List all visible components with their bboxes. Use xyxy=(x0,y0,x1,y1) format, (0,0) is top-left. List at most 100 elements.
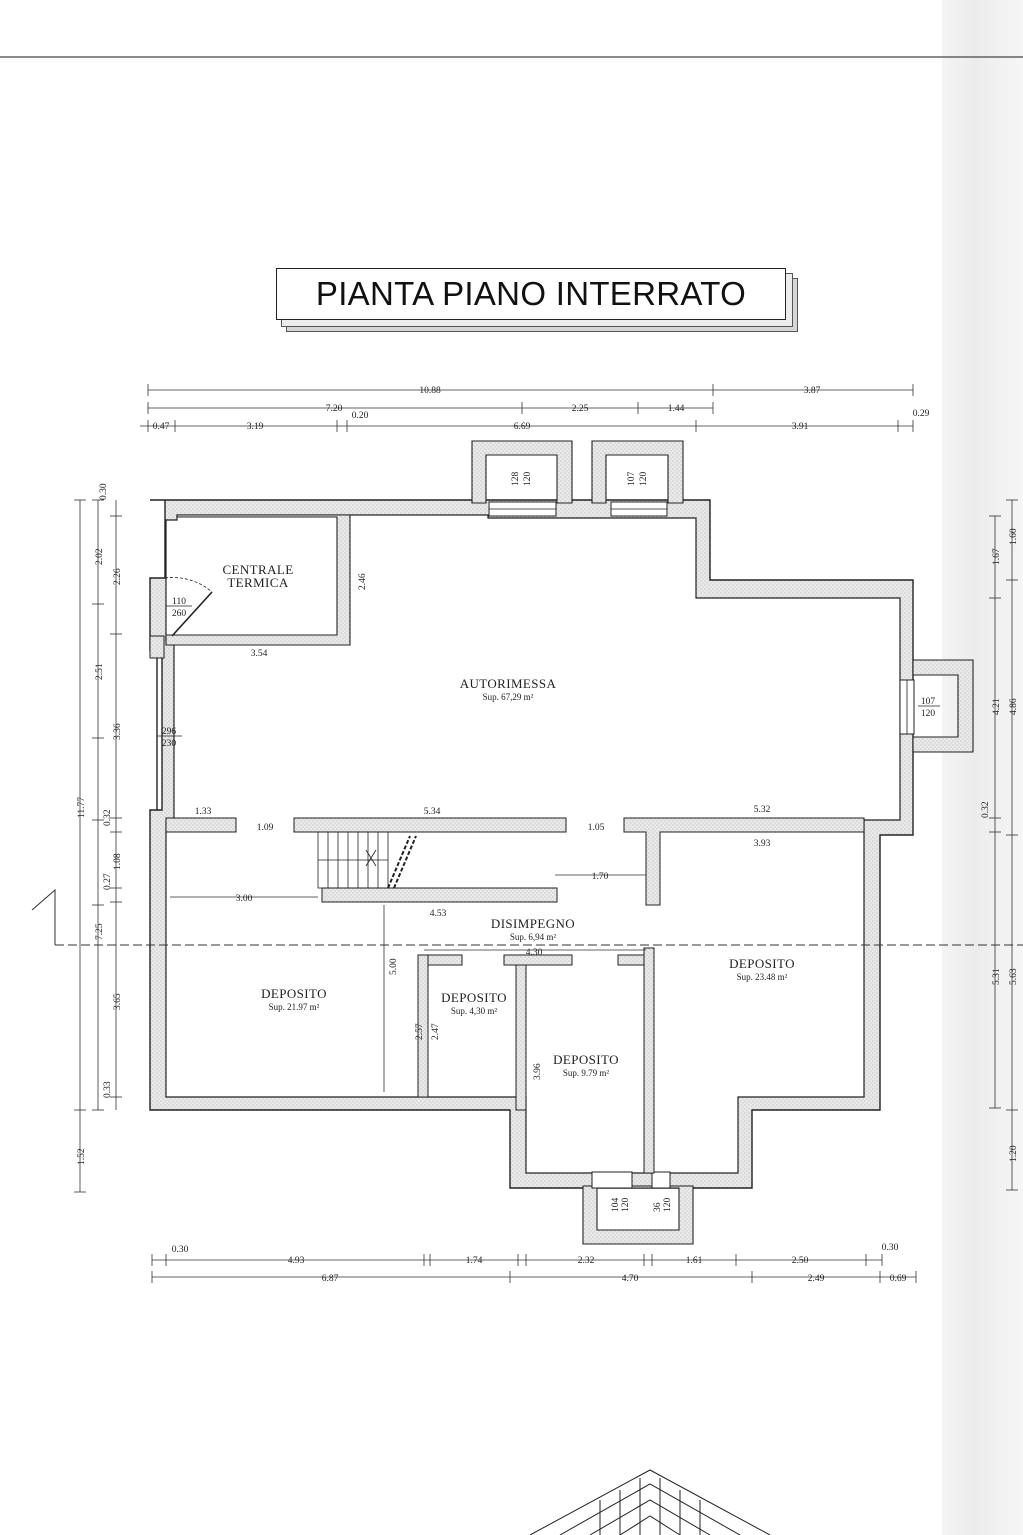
room-area-deposito: Sup. 23.48 m² xyxy=(737,972,788,982)
dim-label: 3.19 xyxy=(247,422,264,432)
partition-wall xyxy=(503,954,573,966)
dim-label: 2.51 xyxy=(95,663,105,680)
dim-label: 11.77 xyxy=(77,797,87,818)
dim-label: 0.32 xyxy=(103,809,113,826)
dim-label: 2.02 xyxy=(95,548,105,565)
partition-wall xyxy=(417,954,429,1098)
dim-label: 3.36 xyxy=(113,723,123,740)
opening-width: 296 xyxy=(162,727,177,737)
opening-width: 36 xyxy=(653,1202,663,1212)
dim-label: 2.47 xyxy=(431,1023,441,1040)
opening-height: 120 xyxy=(621,1198,631,1213)
dim-label: 7.20 xyxy=(326,404,343,414)
dimensions-bottom xyxy=(151,1254,917,1283)
partition-wall xyxy=(515,964,527,1111)
window-bottom-1 xyxy=(591,1171,633,1189)
dim-label: 0.30 xyxy=(99,483,109,500)
dim-label: 4.21 xyxy=(992,698,1002,715)
opening-height: 120 xyxy=(639,472,649,487)
dim-label: 3.91 xyxy=(792,422,809,432)
dim-label: 0.69 xyxy=(890,1274,907,1284)
page-title: PIANTA PIANO INTERRATO xyxy=(276,268,786,320)
partition-wall xyxy=(623,817,865,906)
dim-label: 0.47 xyxy=(153,422,170,432)
dim-label: 5.32 xyxy=(754,805,771,815)
dim-label: 1.33 xyxy=(195,807,212,817)
opening-width: 107 xyxy=(627,472,637,487)
dim-label: 4.93 xyxy=(288,1256,305,1266)
dim-label: 3.65 xyxy=(113,993,123,1010)
window-bay-2 xyxy=(591,440,684,504)
room-area-deposito: Sup. 4,30 m² xyxy=(451,1006,498,1016)
dim-label: 3.54 xyxy=(251,649,268,659)
dimension-labels-left: 11.77 1.52 0.30 2.02 2.26 2.51 3.36 0.32… xyxy=(77,483,123,1165)
dim-label: 0.32 xyxy=(981,801,991,818)
opening-height: 120 xyxy=(663,1198,673,1213)
room-labels: CENTRALE TERMICA AUTORIMESSA Sup. 67,29 … xyxy=(222,562,794,1078)
room-name-centrale: CENTRALE xyxy=(222,562,293,577)
window-bay-1 xyxy=(471,440,573,504)
dim-label: 5.34 xyxy=(424,807,441,817)
dimension-labels-bottom: 0.30 4.93 1.74 2.32 1.61 2.50 0.30 6.87 … xyxy=(172,1243,907,1284)
room-area-deposito: Sup. 21.97 m² xyxy=(269,1002,320,1012)
partition-wall xyxy=(643,947,655,1174)
room-name-centrale: TERMICA xyxy=(227,575,289,590)
window-bay-bottom xyxy=(582,1185,694,1245)
dim-label: 4.70 xyxy=(622,1274,639,1284)
dim-label: 1.05 xyxy=(588,823,605,833)
dim-label: 1.70 xyxy=(592,872,609,882)
dim-label: 2.50 xyxy=(792,1256,809,1266)
dim-label: 0.30 xyxy=(172,1245,189,1255)
opening-width: 107 xyxy=(921,697,936,707)
dim-label: 3.93 xyxy=(754,839,771,849)
dim-label: 1.44 xyxy=(668,404,685,414)
section-marker xyxy=(31,888,56,945)
centrale-termica-wall xyxy=(165,514,351,646)
opening-width: 104 xyxy=(611,1198,621,1213)
dim-label: 7.25 xyxy=(95,923,105,940)
dimension-labels-interior: 2.46 3.54 1.33 1.09 5.34 1.05 5.32 3.93 … xyxy=(195,573,771,1080)
dimensions-left xyxy=(74,499,122,1193)
room-name-deposito: DEPOSITO xyxy=(441,990,507,1005)
dimensions-interior xyxy=(170,874,646,1092)
dim-label: 1.08 xyxy=(113,853,123,870)
dim-label: 1.67 xyxy=(992,548,1002,565)
dim-label: 1.61 xyxy=(686,1256,703,1266)
room-name-deposito: DEPOSITO xyxy=(553,1052,619,1067)
dim-label: 2.57 xyxy=(415,1023,425,1040)
stair-wall xyxy=(321,887,558,903)
roof-tile-fragment xyxy=(529,1469,771,1535)
dim-label: 2.46 xyxy=(358,573,368,590)
opening-width: 128 xyxy=(511,472,521,487)
dim-label: 0.29 xyxy=(913,409,930,419)
dim-label: 3.96 xyxy=(533,1063,543,1080)
partition-wall xyxy=(293,817,567,833)
dim-label: 2.25 xyxy=(572,404,589,414)
dim-label: 2.49 xyxy=(808,1274,825,1284)
staircase xyxy=(317,831,417,889)
dim-label: 1.60 xyxy=(1009,528,1019,545)
dim-label: 5.00 xyxy=(389,958,399,975)
opening-height: 260 xyxy=(172,609,187,619)
room-name-autorimessa: AUTORIMESSA xyxy=(460,676,557,691)
dim-label: 4.86 xyxy=(1009,698,1019,715)
opening-height: 120 xyxy=(921,709,936,719)
window-bottom-2 xyxy=(651,1171,671,1189)
dimension-labels-right: 1.67 1.60 4.21 4.86 0.32 5.31 5.63 1.20 xyxy=(981,528,1019,1162)
dim-label: 2.26 xyxy=(113,568,123,585)
dim-label: 2.32 xyxy=(578,1256,595,1266)
dim-label: 3.00 xyxy=(236,894,253,904)
dim-label: 4.53 xyxy=(430,909,447,919)
dim-label: 0.20 xyxy=(352,411,369,421)
dim-label: 4.30 xyxy=(526,948,543,958)
dim-label: 6.69 xyxy=(514,422,531,432)
room-name-disimpegno: DISIMPEGNO xyxy=(491,916,575,931)
window-bay-right xyxy=(912,659,974,753)
dimension-labels-top: 10.88 3.87 7.20 2.25 1.44 0.47 3.19 0.20… xyxy=(153,386,930,432)
opening-width: 110 xyxy=(172,597,186,607)
dimensions-top xyxy=(140,384,914,432)
dim-label: 0.27 xyxy=(103,873,113,890)
dim-label: 1.74 xyxy=(466,1256,483,1266)
room-area-disimpegno: Sup. 6,94 m² xyxy=(510,932,557,942)
room-area-deposito: Sup. 9.79 m² xyxy=(563,1068,610,1078)
